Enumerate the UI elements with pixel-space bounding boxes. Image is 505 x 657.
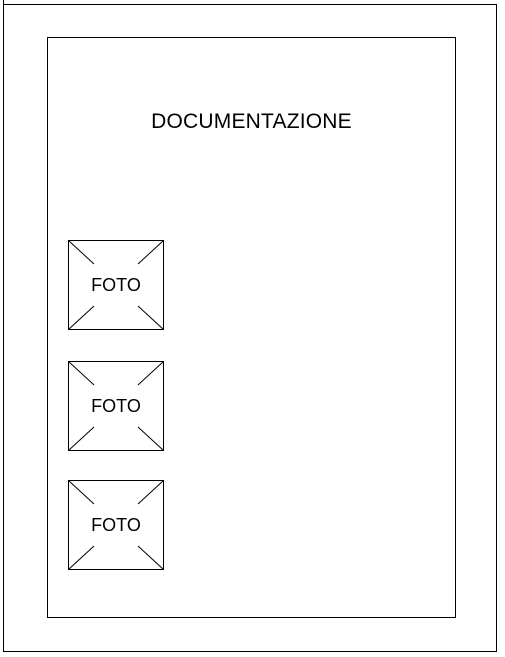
photo-label: FOTO xyxy=(91,275,141,295)
photo-placeholder-icon xyxy=(68,361,164,451)
photo-placeholder: FOTO xyxy=(68,480,164,570)
photo-placeholder: FOTO xyxy=(68,240,164,330)
page-frame xyxy=(3,4,497,652)
photo-label: FOTO xyxy=(91,515,141,535)
photo-placeholder: FOTO xyxy=(68,361,164,451)
photo-placeholder-icon xyxy=(68,480,164,570)
corner-tick xyxy=(3,0,4,6)
page-title: DOCUMENTAZIONE xyxy=(151,110,352,133)
photo-placeholder-icon xyxy=(68,240,164,330)
content-frame xyxy=(47,37,456,618)
photo-label: FOTO xyxy=(91,396,141,416)
